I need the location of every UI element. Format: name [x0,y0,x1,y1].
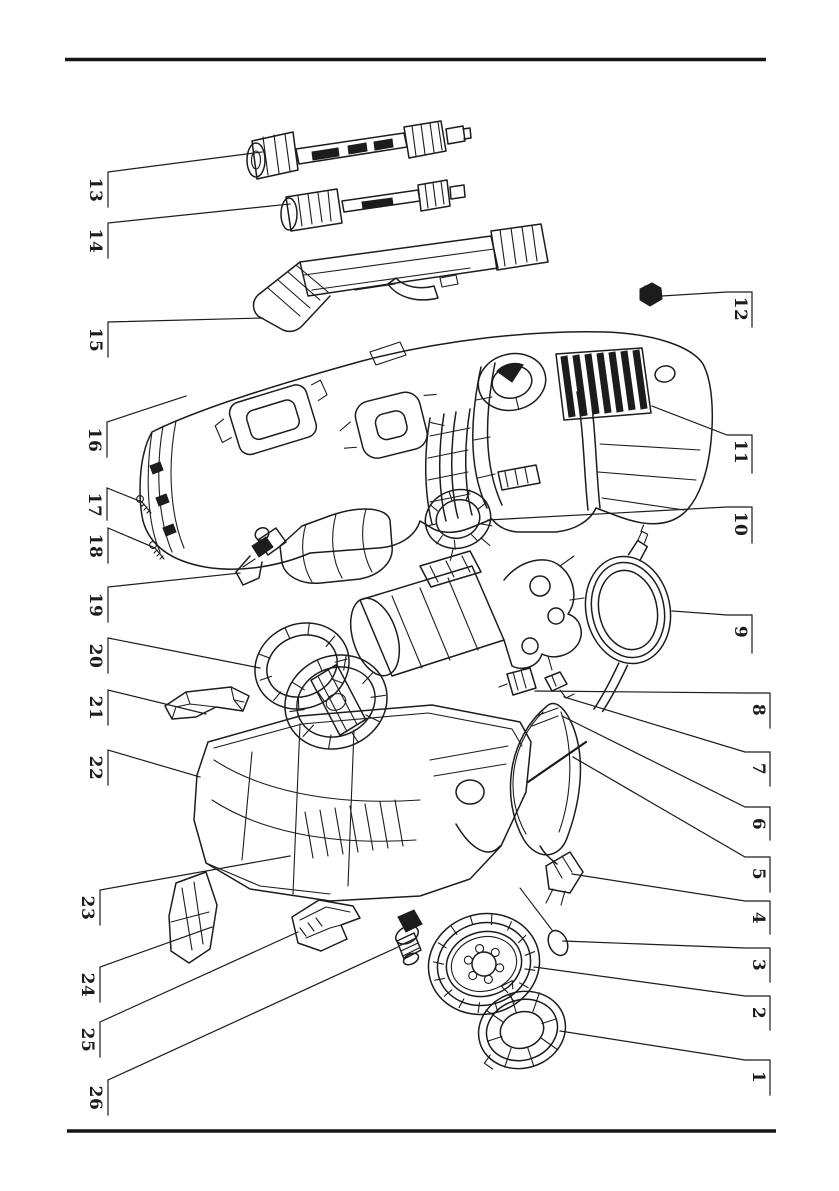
callout-22: 22 [85,749,201,786]
part-clamp-ring-drawing [424,488,493,561]
part-motor-pump-drawing [349,550,585,677]
callout-6: 6 [561,715,771,841]
callout-16: 16 [84,395,187,458]
part-fitting-7-drawing [544,671,575,699]
callout-label-19: 19 [85,593,105,618]
part-screw-17-drawing [136,495,152,514]
callout-label-6: 6 [748,818,768,830]
part-reel-discs-drawing [254,622,388,750]
part-housing-cover-drawing [139,331,714,570]
callout-11: 11 [651,405,753,474]
callout-label-15: 15 [85,328,105,353]
callouts-left: 13 14 15 16 17 18 19 20 [77,151,399,1116]
part-switch-12-drawing [639,282,663,307]
callout-25: 25 [77,931,299,1058]
part-wheel-drawing [427,912,541,1016]
callout-23: 23 [77,855,291,926]
part-screw-18-drawing [149,541,165,560]
callout-label-8: 8 [748,704,768,716]
callout-label-1: 1 [748,1071,768,1083]
callout-3: 3 [562,940,771,983]
callout-5: 5 [572,756,771,893]
part-handle-bracket-drawing [164,686,250,720]
callout-label-20: 20 [85,644,105,669]
callouts-right: 12 11 10 9 8 7 6 5 [487,291,771,1096]
callout-label-5: 5 [748,868,768,880]
part-holder-clip-drawing [291,899,361,952]
part-fitting-8-drawing [498,667,537,696]
part-power-cord-drawing [509,702,588,865]
callout-9: 9 [671,610,753,654]
part-hub-cap-drawing [477,980,567,1070]
part-axle-pin-drawing [519,887,569,957]
callout-17: 17 [84,487,143,521]
callout-label-2: 2 [748,1007,768,1019]
callout-label-13: 13 [85,178,105,203]
callout-label-9: 9 [730,626,750,638]
callout-label-22: 22 [85,756,105,781]
callout-12: 12 [661,291,753,328]
callout-10: 10 [487,506,753,544]
callout-label-12: 12 [730,297,750,322]
callout-24: 24 [77,926,213,1003]
callout-label-26: 26 [85,1086,105,1111]
part-hose-coil-drawing [584,524,672,713]
part-plug-drawing [545,851,584,906]
callout-1: 1 [559,1030,771,1096]
callout-label-17: 17 [84,493,104,518]
callout-label-23: 23 [77,896,97,921]
callout-label-16: 16 [84,428,104,453]
callout-label-21: 21 [85,696,105,721]
callout-label-4: 4 [748,912,768,924]
callout-14: 14 [85,203,291,259]
callout-15: 15 [85,317,263,358]
callout-20: 20 [85,637,261,674]
part-foam-bottle-drawing [235,508,393,586]
callout-7: 7 [563,696,771,787]
callout-label-3: 3 [748,959,768,971]
part-spray-gun-drawing [252,223,549,333]
callout-21: 21 [85,689,207,726]
part-chassis-drawing [193,704,532,902]
callout-13: 13 [85,151,263,208]
callout-label-14: 14 [85,229,105,254]
part-foot-bracket-drawing [168,871,218,964]
callout-19: 19 [85,572,241,623]
callout-18: 18 [85,527,156,564]
callout-2: 2 [533,966,771,1031]
callout-label-10: 10 [730,512,750,537]
callout-26: 26 [85,946,399,1116]
callout-label-24: 24 [77,973,97,998]
part-valve-connector-drawing [395,909,423,966]
callout-4: 4 [571,873,771,935]
callout-label-7: 7 [748,763,768,775]
callout-label-18: 18 [85,534,105,559]
part-lance-13-drawing [246,120,472,180]
callout-label-11: 11 [730,440,750,465]
callout-label-25: 25 [77,1028,97,1053]
callout-8: 8 [534,690,771,729]
part-lance-14-drawing [280,179,466,232]
